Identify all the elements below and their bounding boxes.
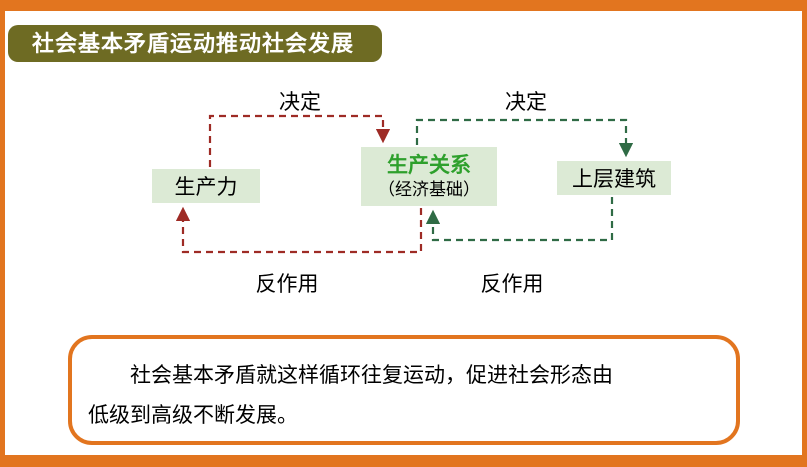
production-relations-title: 生产关系	[387, 153, 471, 177]
summary-line-2: 低级到高级不断发展。	[88, 404, 298, 427]
summary-line-1: 社会基本矛盾就这样循环往复运动，促进社会形态由	[130, 364, 613, 387]
frame-right-bar	[802, 0, 807, 467]
label-reaction-left: 反作用	[255, 273, 319, 296]
page-title: 社会基本矛盾运动推动社会发展	[8, 25, 383, 62]
box-productive-forces: 生产力	[152, 169, 260, 203]
box-superstructure: 上层建筑	[557, 161, 671, 195]
label-determine-right: 决定	[505, 91, 547, 114]
economic-base-subtitle: （经济基础）	[378, 180, 480, 199]
summary-box: 社会基本矛盾就这样循环往复运动，促进社会形态由 低级到高级不断发展。	[68, 335, 740, 445]
arrow-reaction-left	[175, 206, 423, 254]
label-determine-left: 决定	[279, 91, 321, 114]
label-reaction-right: 反作用	[480, 273, 544, 296]
frame-left-bar	[0, 0, 5, 467]
frame-bottom-bar	[0, 455, 807, 467]
box-production-relations: 生产关系 （经济基础）	[361, 147, 497, 206]
arrow-determine-left	[208, 114, 391, 167]
frame-top-bar	[0, 0, 807, 11]
